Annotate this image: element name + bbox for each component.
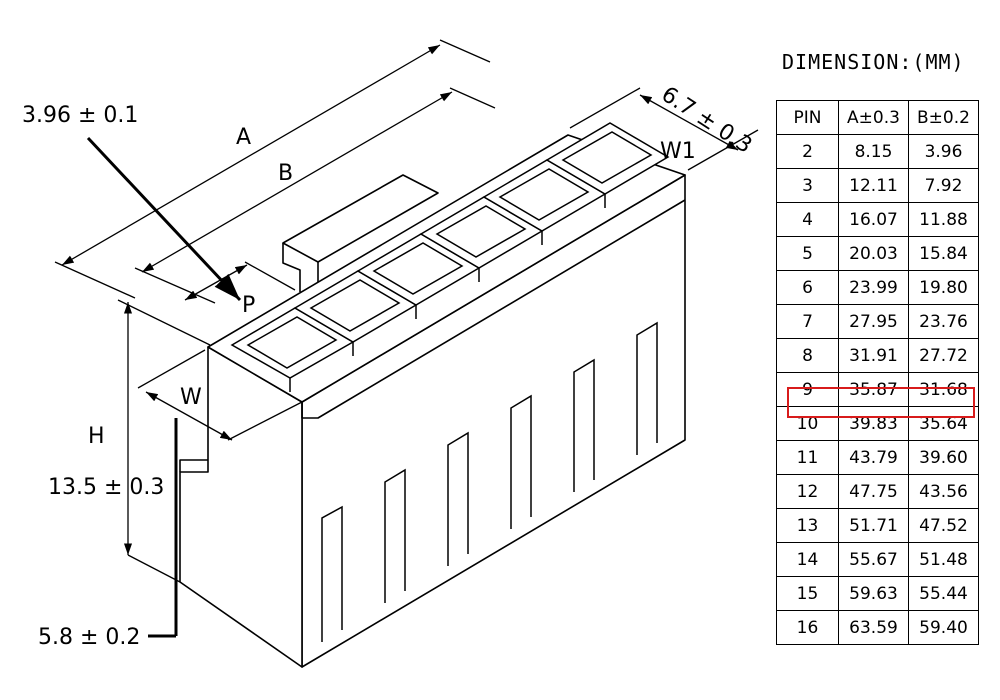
w-label: W xyxy=(180,385,202,410)
base-label: 5.8 ± 0.2 xyxy=(38,625,140,650)
pin-cell: 16 xyxy=(776,610,839,645)
dim-w-line xyxy=(145,391,233,441)
a-cell: 8.15 xyxy=(838,134,909,169)
dim-b-line xyxy=(141,91,453,273)
pin-cell: 15 xyxy=(776,576,839,611)
pin-cell: 4 xyxy=(776,202,839,237)
a-cell: 16.07 xyxy=(838,202,909,237)
b-cell: 47.52 xyxy=(908,508,979,543)
pin-cell: 12 xyxy=(776,474,839,509)
dim-a-label: A xyxy=(236,125,251,150)
pin-cell: 14 xyxy=(776,542,839,577)
header-b: B±0.2 xyxy=(908,100,979,135)
a-cell: 51.71 xyxy=(838,508,909,543)
header-pin: PIN xyxy=(776,100,839,135)
a-cell: 35.87 xyxy=(838,372,909,407)
a-cell: 12.11 xyxy=(838,168,909,203)
pin-cell: 10 xyxy=(776,406,839,441)
a-cell: 59.63 xyxy=(838,576,909,611)
h-label: H xyxy=(88,424,105,449)
header-a: A±0.3 xyxy=(838,100,909,135)
b-cell: 3.96 xyxy=(908,134,979,169)
pin-cell: 3 xyxy=(776,168,839,203)
w1-label: W1 xyxy=(660,139,696,164)
b-cell: 19.80 xyxy=(908,270,979,305)
a-cell: 55.67 xyxy=(838,542,909,577)
dim-p-label: P xyxy=(242,293,255,318)
dim-p-line xyxy=(184,264,248,301)
height-label: 13.5 ± 0.3 xyxy=(48,475,164,500)
a-cell: 63.59 xyxy=(838,610,909,645)
b-cell: 43.56 xyxy=(908,474,979,509)
connector-drawing: 3.96 ± 0.1 A B P 6.7 ± 0.3 W1 W H 13.5 ±… xyxy=(22,39,759,668)
b-cell: 15.84 xyxy=(908,236,979,271)
b-cell: 59.40 xyxy=(908,610,979,645)
pin-cell: 5 xyxy=(776,236,839,271)
b-cell: 7.92 xyxy=(908,168,979,203)
a-cell: 31.91 xyxy=(838,338,909,373)
pin-cell: 2 xyxy=(776,134,839,169)
table-title: DIMENSION:(MM) xyxy=(782,50,965,74)
a-cell: 27.95 xyxy=(838,304,909,339)
side-slots xyxy=(321,321,658,642)
b-cell: 23.76 xyxy=(908,304,979,339)
b-cell: 11.88 xyxy=(908,202,979,237)
a-cell: 39.83 xyxy=(838,406,909,441)
connector-body xyxy=(179,134,686,668)
pin-cell: 8 xyxy=(776,338,839,373)
dim-a-line xyxy=(61,44,441,266)
b-cell: 39.60 xyxy=(908,440,979,475)
pitch-leader-line xyxy=(86,136,242,302)
a-cell: 43.79 xyxy=(838,440,909,475)
cavity-6 xyxy=(545,122,670,208)
b-cell: 55.44 xyxy=(908,576,979,611)
pin-cell: 9 xyxy=(776,372,839,407)
dim-width-top-line xyxy=(639,94,739,151)
a-cell: 20.03 xyxy=(838,236,909,271)
b-cell: 27.72 xyxy=(908,338,979,373)
pin-cell: 13 xyxy=(776,508,839,543)
top-rim xyxy=(301,199,686,419)
a-cell: 47.75 xyxy=(838,474,909,509)
dim-b-label: B xyxy=(278,161,293,186)
b-cell: 51.48 xyxy=(908,542,979,577)
table-header-row: PIN A±0.3 B±0.2 xyxy=(776,100,979,135)
pitch-label: 3.96 ± 0.1 xyxy=(22,103,138,128)
a-cell: 23.99 xyxy=(838,270,909,305)
pin-cell: 11 xyxy=(776,440,839,475)
b-cell: 35.64 xyxy=(908,406,979,441)
dimension-lines xyxy=(54,39,759,638)
b-cell: 31.68 xyxy=(908,372,979,407)
pin-cell: 6 xyxy=(776,270,839,305)
front-shoulder xyxy=(179,459,208,472)
pin-cell: 7 xyxy=(776,304,839,339)
